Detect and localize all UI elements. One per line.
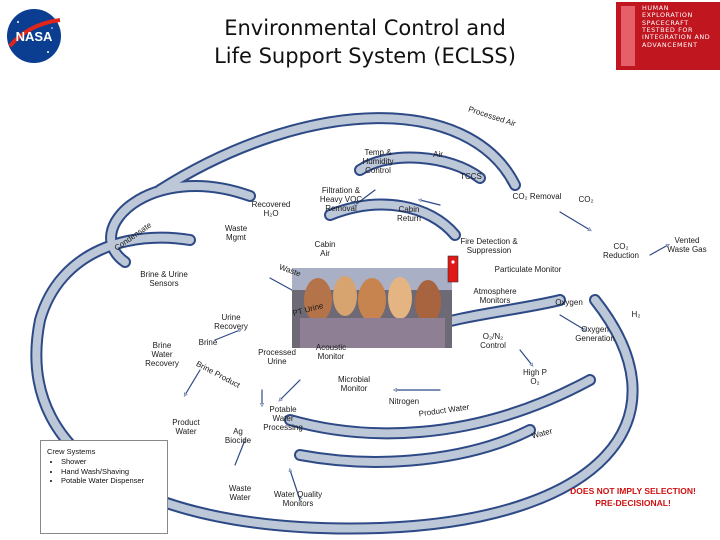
title-line-2: Life Support System (ECLSS)	[214, 44, 516, 69]
predecisional-warning: DOES NOT IMPLY SELECTION! PRE-DECISIONAL…	[548, 485, 718, 510]
label-product-water: Product Water	[172, 418, 200, 437]
label-o2n2-control: O₂/N₂ Control	[480, 332, 506, 351]
label-filtration: Filtration & Heavy VOC Removal	[319, 186, 363, 214]
label-high-p-o2: High P O₂	[522, 368, 547, 387]
label-oxygen: Oxygen	[555, 298, 583, 307]
hero-line-3: Spacecraft	[642, 18, 689, 27]
label-tccs: TCCS	[460, 172, 482, 181]
label-co2-removal: CO₂ Removal	[512, 192, 562, 201]
label-co2-reduction: CO₂ Reduction	[602, 242, 640, 261]
nasa-logo: NASA	[7, 9, 61, 63]
warning-line-1: DOES NOT IMPLY SELECTION!	[570, 486, 696, 496]
label-particulate-monitor: Particulate Monitor	[494, 265, 562, 274]
label-fire-detection: Fire Detection & Suppression	[460, 237, 518, 256]
label-atmosphere-monitors: Atmosphere Monitors	[473, 287, 517, 306]
hero-stripe	[621, 6, 635, 66]
label-h2: H₂	[631, 310, 641, 319]
label-vented-waste-gas: Vented Waste Gas	[667, 236, 707, 255]
title-line-1: Environmental Control and	[224, 16, 506, 40]
nasa-logo-text: NASA	[16, 29, 53, 44]
crew-system-item: Potable Water Dispenser	[61, 476, 161, 486]
label-oxygen-generation: Oxygen Generation	[575, 325, 615, 344]
label-brine-urine-sensors: Brine & Urine Sensors	[140, 270, 188, 289]
page-title: Environmental Control and Life Support S…	[200, 14, 530, 71]
label-co2: CO₂	[578, 195, 594, 204]
label-waste-water: Waste Water	[228, 484, 252, 503]
label-ag-biocide: Ag Biocide	[224, 427, 252, 446]
fire-detection-marker	[447, 255, 459, 283]
crew-systems-box: Crew Systems Shower Hand Wash/Shaving Po…	[40, 440, 168, 534]
label-potable-water-processing: Potable Water Processing	[263, 405, 303, 433]
label-urine-recovery: Urine Recovery	[214, 313, 248, 332]
label-brine-water-recovery: Brine Water Recovery	[145, 341, 179, 369]
label-water-quality-monitors: Water Quality Monitors	[273, 490, 323, 509]
hero-line-2: Exploration	[642, 11, 693, 20]
crew-system-item: Hand Wash/Shaving	[61, 467, 161, 477]
label-brine: Brine	[198, 338, 218, 347]
label-cabin-air: Cabin Air	[314, 240, 336, 259]
label-microbial-monitor: Microbial Monitor	[337, 375, 370, 394]
hero-line-1: Human	[642, 4, 670, 12]
crew-system-item: Shower	[61, 457, 161, 467]
hero-line-4: Testbed for	[642, 26, 694, 35]
label-nitrogen: Nitrogen	[388, 397, 420, 406]
label-temp-humidity: Temp & Humidity Control	[362, 148, 394, 176]
label-cabin-return: Cabin Return	[396, 205, 421, 224]
crew-systems-heading: Crew Systems	[47, 447, 96, 456]
label-acoustic-monitor: Acoustic Monitor	[315, 343, 347, 362]
label-air: Air	[433, 150, 443, 159]
warning-line-2: PRE-DECISIONAL!	[595, 498, 671, 509]
hero-badge: Human Exploration Spacecraft Testbed for…	[616, 2, 720, 70]
label-waste-mgmt: Waste Mgmt	[224, 224, 248, 243]
crew-photo	[292, 268, 452, 348]
crew-systems-list: Shower Hand Wash/Shaving Potable Water D…	[47, 457, 161, 486]
label-recovered-h2o: Recovered H₂O	[251, 200, 291, 219]
hero-line-5: Integration and	[642, 33, 711, 42]
hero-line-6: Advancement	[642, 40, 698, 49]
label-processed-urine: Processed Urine	[258, 348, 296, 367]
